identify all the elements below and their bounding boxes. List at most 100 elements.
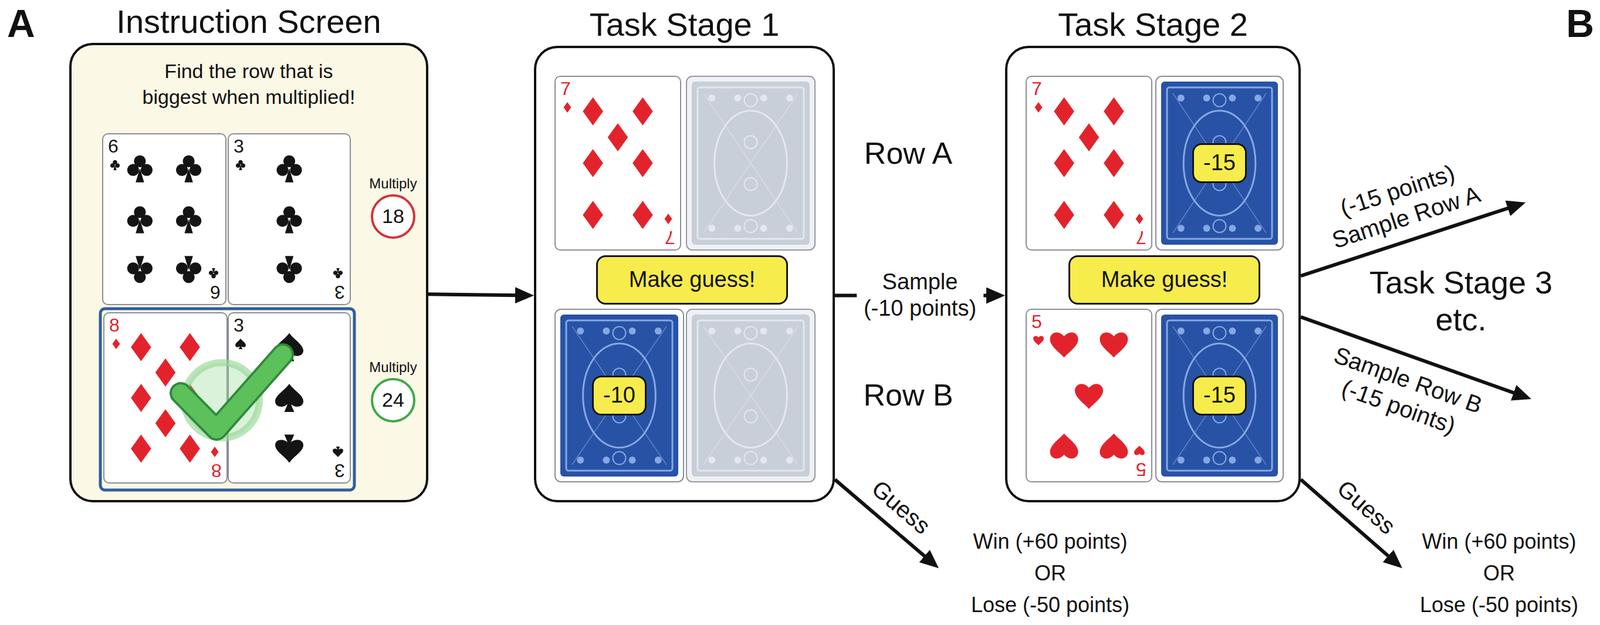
suit-pip: [127, 155, 153, 183]
corner-suit: [332, 446, 344, 458]
card-pips: [112, 333, 219, 463]
note-text: Lose (-50 points): [971, 589, 1130, 621]
playing-card: 66: [102, 133, 227, 306]
greyed-card-back: [686, 309, 815, 482]
card-face: [104, 313, 227, 483]
outcome-text: Win (+60 points)ORLose (-50 points): [1402, 522, 1596, 625]
panel-title: Task Stage 2: [983, 5, 1322, 44]
card-pips: [110, 155, 219, 284]
corner-suit: [333, 268, 343, 279]
suit-pip: [130, 383, 152, 412]
playing-card: 55: [1025, 308, 1153, 483]
suit-pip: [179, 434, 201, 463]
card-pips: [563, 97, 673, 229]
card-rank: 7: [1135, 228, 1147, 248]
next-stage-text: Task Stage 3 etc.: [1355, 202, 1567, 399]
outcome-text: Win (+60 points)ORLose (-50 points): [938, 522, 1162, 625]
suit-pip: [176, 155, 202, 183]
card-pips: [1034, 97, 1144, 229]
card-pips: [235, 333, 344, 463]
edge-label: Guess: [1327, 469, 1406, 544]
suit-pip: [176, 255, 202, 283]
suit-pip: [582, 149, 604, 178]
note-text: Win (+60 points): [972, 525, 1128, 558]
instruction-text: Find the row that is biggest when multip…: [130, 58, 368, 110]
flow-arrow: [1300, 479, 1393, 560]
suit-pip: [275, 383, 304, 412]
corner-suit: [1135, 213, 1144, 225]
suit-pip: [607, 123, 629, 152]
edge-label: Sample Row B (-15 points): [1314, 337, 1494, 450]
playing-card: 88: [103, 312, 228, 484]
card-rank: 7: [560, 79, 571, 98]
suit-pip: [632, 200, 654, 229]
card-rank: 6: [107, 136, 119, 156]
suit-pip: [155, 358, 177, 387]
suit-pip: [155, 408, 177, 438]
task-panel: Task Stage 177Make guess!-10: [533, 45, 835, 503]
highlight-frame: [100, 308, 355, 490]
corner-suit: [1033, 336, 1044, 346]
card-face: [103, 134, 226, 304]
corner-suit: [208, 268, 219, 279]
suit-pip: [1099, 332, 1128, 358]
suit-pip: [1099, 433, 1128, 459]
suit-pip: [176, 205, 202, 233]
suit-pip: [127, 255, 153, 283]
card-rank: 5: [1031, 312, 1043, 331]
suit-pip: [632, 97, 654, 126]
cost-badge: -15: [1192, 143, 1247, 184]
playing-card: 33: [227, 133, 351, 306]
note-text: OR: [1483, 557, 1515, 590]
card-back: -15: [1155, 308, 1284, 483]
card-pips: [1033, 332, 1145, 459]
card-rank: 3: [334, 461, 345, 480]
note-text: Lose (-50 points): [1419, 589, 1579, 621]
suit-pip: [1053, 97, 1075, 126]
note-text: Win (+60 points): [1421, 525, 1576, 558]
screen-panel: Instruction ScreenFind the row that is b…: [69, 42, 429, 503]
playing-card: 77: [1025, 75, 1153, 251]
note-text: Task Stage 3 etc.: [1362, 264, 1560, 337]
panel-title: Task Stage 1: [512, 5, 857, 44]
flow-arrow: [834, 479, 929, 560]
row-label: Row A: [864, 135, 953, 171]
edge-label: Guess: [861, 469, 941, 544]
suit-pip: [582, 97, 604, 126]
suit-pip: [276, 155, 302, 183]
suit-pip: [179, 383, 201, 412]
suit-pip: [179, 333, 201, 362]
card-rank: 3: [334, 282, 345, 302]
playing-card: 77: [554, 75, 682, 251]
card-face: [555, 76, 681, 250]
suit-pip: [1074, 383, 1104, 409]
card-rank: 7: [1031, 79, 1043, 98]
product-value: 18: [381, 204, 405, 228]
suit-pip: [275, 434, 304, 463]
corner-suit: [211, 446, 219, 458]
card-rank: 7: [664, 228, 676, 248]
edge-label: (-15 points) Sample Row A: [1311, 149, 1491, 257]
suit-pip: [1053, 149, 1075, 178]
corner-suit: [235, 338, 246, 350]
corner-suit: [1134, 445, 1145, 455]
card-rank: 3: [233, 315, 245, 335]
panel-letter: B: [1565, 1, 1595, 46]
suit-pip: [1050, 433, 1079, 459]
suit-pip: [1103, 200, 1125, 229]
cost-badge: -15: [1192, 375, 1247, 416]
suit-pip: [127, 205, 153, 233]
button-label: Make guess!: [628, 266, 756, 293]
suit-pip: [275, 333, 304, 362]
suit-pip: [1078, 123, 1100, 152]
card-rank: 3: [233, 136, 245, 156]
note-text: OR: [1034, 557, 1067, 590]
flow-arrow: [428, 293, 522, 296]
button-label: Make guess!: [1101, 266, 1228, 293]
multiply-caption: Multiply: [369, 359, 417, 376]
corner-suit: [664, 213, 673, 225]
panel-title: Instruction Screen: [48, 2, 450, 41]
flow-arrow: [834, 293, 993, 298]
playing-card: 33: [227, 312, 351, 484]
